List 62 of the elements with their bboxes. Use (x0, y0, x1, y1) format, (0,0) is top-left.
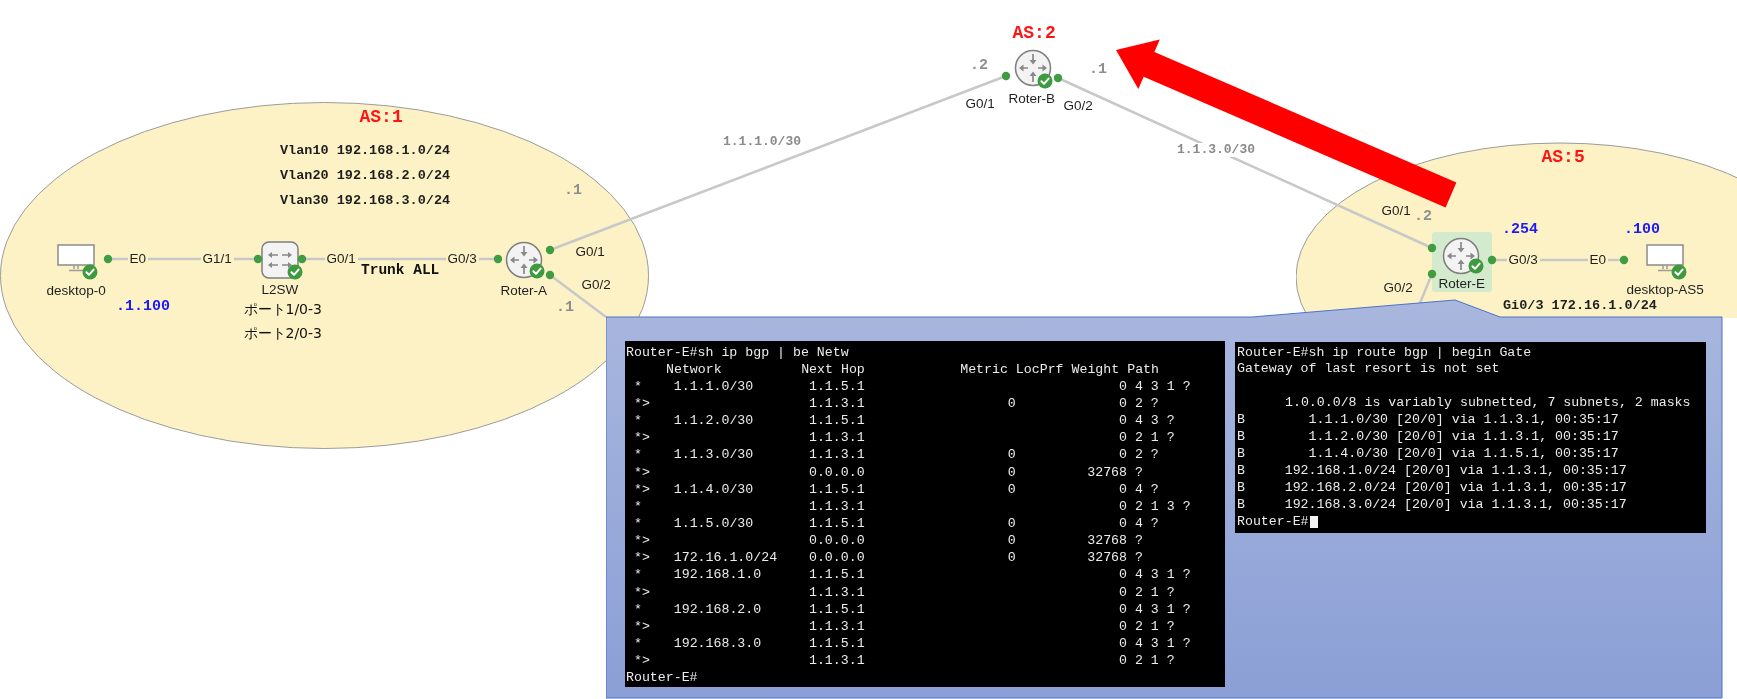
subnet-label: Vlan10 192.168.1.0/24 (280, 143, 451, 159)
terminal-line: B 1.1.1.0/30 [20/0] via 1.1.3.1, 00:35:17 (1237, 412, 1619, 429)
port-note: ポート2/0-3 (243, 325, 322, 341)
terminal-line: Gateway of last resort is not set (1237, 361, 1500, 379)
address-label: .254 (1502, 221, 1538, 238)
zone-label: AS:1 (359, 108, 403, 128)
terminal-line: * 192.168.3.0 1.1.5.1 0 4 3 1 ? (634, 635, 1191, 653)
terminal-window (625, 341, 1225, 687)
device-label: Roter-A (500, 283, 547, 299)
subnet-label: Vlan20 192.168.2.0/24 (280, 168, 451, 184)
port-label: G0/1 (575, 244, 605, 260)
terminal-line: * 1.1.5.0/30 1.1.5.1 0 0 4 ? (634, 515, 1159, 533)
terminal-line: *> 1.1.3.1 0 2 1 ? (634, 429, 1175, 447)
terminal-line: Network Next Hop Metric LocPrf Weight Path (666, 360, 1159, 378)
address-label: .1.100 (116, 298, 170, 315)
terminal-line: Router-E#sh ip bgp | be Netw (626, 343, 849, 361)
terminal-line: B 192.168.1.0/24 [20/0] via 1.1.3.1, 00:35:17 (1237, 462, 1627, 480)
zone-label: AS:2 (1012, 24, 1056, 44)
terminal-line: B 192.168.2.0/24 [20/0] via 1.1.3.1, 00:35:17 (1237, 479, 1627, 497)
port-note: ポート1/0-3 (243, 301, 322, 317)
terminal-line: B 1.1.4.0/30 [20/0] via 1.1.5.1, 00:35:17 (1237, 445, 1619, 463)
device-label: L2SW (261, 282, 299, 298)
terminal-line: *> 1.1.3.1 0 2 1 ? (634, 583, 1175, 601)
address-label: .1 (556, 299, 574, 316)
port-label: G0/2 (1383, 280, 1413, 296)
address-label: .2 (1414, 208, 1432, 225)
terminal-line: * 192.168.2.0 1.1.5.1 0 4 3 1 ? (634, 600, 1191, 618)
subnet-label: Vlan30 192.168.3.0/24 (280, 193, 451, 209)
terminal-line: 1.0.0.0/8 is variably subnetted, 7 subnets, 2 masks (1285, 395, 1691, 413)
port-label: G0/1 (965, 96, 995, 112)
terminal-window (1235, 342, 1706, 533)
port-label: G0/2 (581, 277, 611, 293)
terminal-line: *> 1.1.4.0/30 1.1.5.1 0 0 4 ? (634, 480, 1159, 498)
port-label: G0/1 (1381, 203, 1411, 219)
terminal-line: Router-E#sh ip route bgp | begin Gate (1237, 344, 1532, 362)
terminal-line: B 192.168.3.0/24 [20/0] via 1.1.3.1, 00:35:17 (1237, 496, 1627, 514)
terminal-line: *> 0.0.0.0 0 32768 ? (634, 532, 1143, 550)
terminal-line: * 1.1.2.0/30 1.1.5.1 0 4 3 ? (634, 412, 1175, 430)
terminal-line: *> 0.0.0.0 0 32768 ? (634, 463, 1143, 481)
terminal-line: *> 1.1.3.1 0 2 1 ? (634, 617, 1175, 636)
port-label: G0/2 (1063, 98, 1093, 114)
address-label: .2 (970, 57, 988, 74)
address-label: .1 (1089, 61, 1107, 78)
zone-label: AS:5 (1541, 148, 1585, 168)
address-label: .100 (1624, 221, 1660, 238)
terminal-line: Router-E# (1237, 513, 1309, 531)
address-label: .1 (564, 182, 582, 199)
device-label: Roter-B (1008, 91, 1055, 107)
subnet-label: Gi0/3 172.16.1.0/24 (1503, 299, 1657, 314)
terminal-line: B 1.1.2.0/30 [20/0] via 1.1.3.1, 00:35:17 (1237, 429, 1619, 446)
terminal-line: * 192.168.1.0 1.1.5.1 0 4 3 1 ? (634, 566, 1191, 584)
link-label: 1.1.3.0/30 (1175, 143, 1257, 158)
device-label: desktop-0 (46, 283, 106, 299)
terminal-line: Router-E# (626, 669, 698, 687)
terminal-line: *> 172.16.1.0/24 0.0.0.0 0 32768 ? (634, 549, 1143, 567)
device-label: Roter-E (1438, 276, 1485, 292)
terminal-line: * 1.1.3.0/30 1.1.3.1 0 0 2 ? (634, 446, 1159, 464)
device-label: desktop-AS5 (1626, 282, 1704, 298)
terminal-line: * 1.1.1.0/30 1.1.5.1 0 4 3 1 ? (634, 377, 1191, 395)
terminal-line: *> 1.1.3.1 0 0 2 ? (634, 394, 1159, 413)
terminal-line: *> 1.1.3.1 0 2 1 ? (634, 652, 1175, 670)
terminal-line: * 1.1.3.1 0 2 1 3 ? (634, 497, 1191, 515)
